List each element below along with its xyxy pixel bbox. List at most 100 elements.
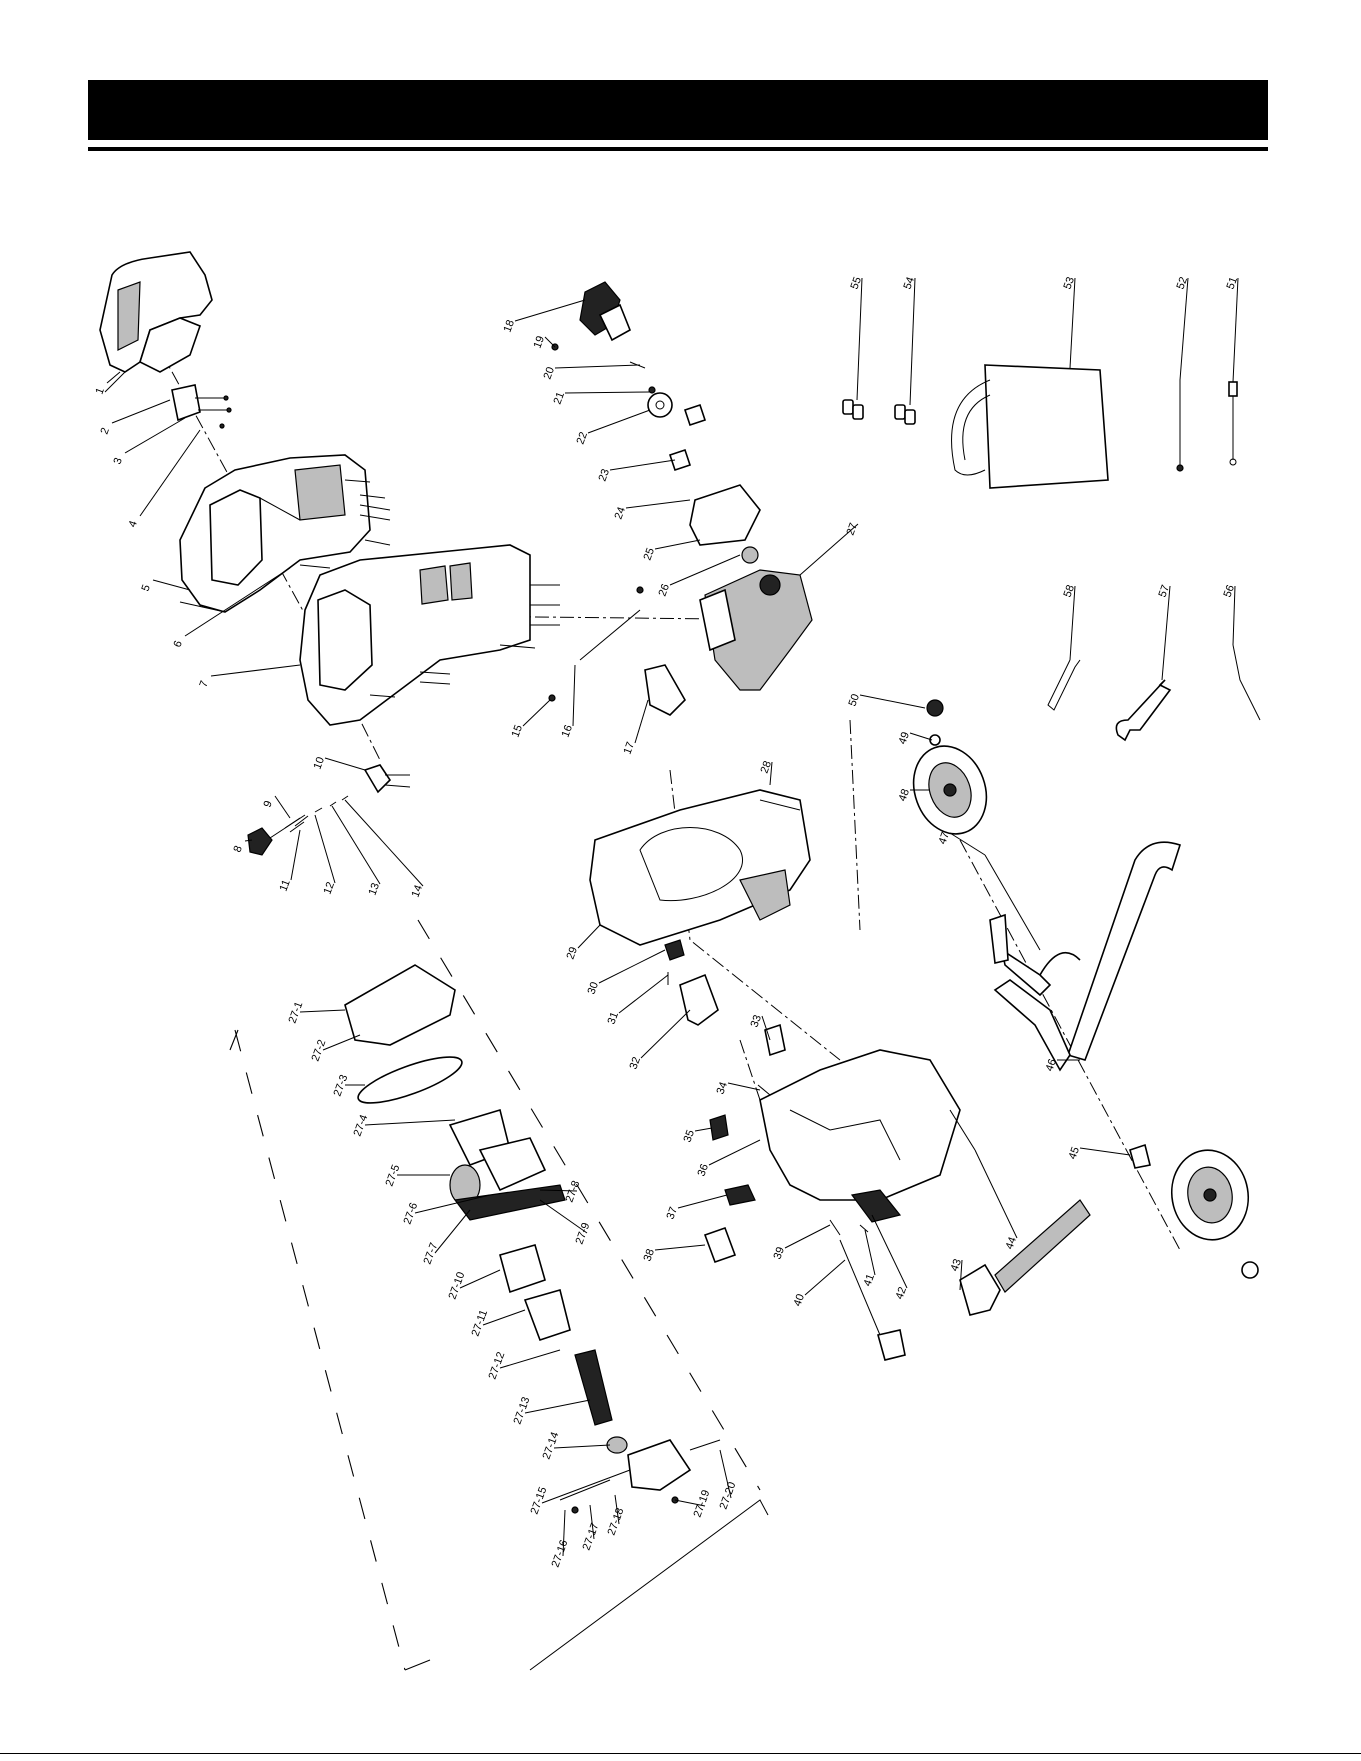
part-label-27-6: 27-6 xyxy=(402,1201,421,1226)
part-label-15: 15 xyxy=(510,723,525,739)
leader-line-2 xyxy=(112,400,170,423)
part-56-spare-rod xyxy=(1233,645,1260,720)
subassembly-27-parts xyxy=(345,965,720,1513)
part-18-to-26-motor-top xyxy=(552,282,760,563)
part-label-18: 18 xyxy=(502,318,517,334)
part-label-38: 38 xyxy=(642,1247,657,1263)
part-15-16-17 xyxy=(549,587,685,715)
leader-line-26 xyxy=(670,555,740,585)
leader-line-21 xyxy=(565,392,650,393)
leader-line-55 xyxy=(857,278,862,400)
leader-line-29 xyxy=(578,925,600,948)
leader-line-13 xyxy=(332,806,380,884)
leader-line-27-2 xyxy=(323,1035,360,1050)
part-label-27-8: 27-8 xyxy=(564,1179,583,1204)
leader-line-36 xyxy=(709,1140,760,1165)
leader-line-47 xyxy=(950,833,985,855)
part-label-19: 19 xyxy=(532,334,547,350)
leader-line-27-14 xyxy=(554,1445,610,1448)
part-45-clip xyxy=(1130,1145,1150,1168)
part-label-6: 6 xyxy=(172,639,185,649)
part-label-33: 33 xyxy=(749,1013,764,1029)
leader-line-40 xyxy=(805,1260,845,1295)
leader-line-32 xyxy=(641,1010,690,1058)
part-label-49: 49 xyxy=(897,730,912,746)
leader-line-49 xyxy=(910,733,932,740)
leader-line-18 xyxy=(515,300,585,321)
part-label-27-16: 27-16 xyxy=(550,1538,571,1569)
part-label-24: 24 xyxy=(613,505,628,521)
part-label-23: 23 xyxy=(597,467,612,483)
part-label-1: 1 xyxy=(94,386,107,396)
part-label-20: 20 xyxy=(542,365,557,381)
part-label-5: 5 xyxy=(140,583,153,593)
part-55-fitting xyxy=(843,400,863,419)
part-label-37: 37 xyxy=(665,1205,680,1221)
leader-line-7 xyxy=(211,665,300,676)
part-46-handle xyxy=(990,842,1180,1070)
leader-line-9 xyxy=(275,796,290,818)
part-label-57: 57 xyxy=(1157,583,1172,599)
leader-line-34 xyxy=(728,1083,760,1090)
leader-line-14 xyxy=(345,800,423,886)
part-label-27-7: 27-7 xyxy=(422,1241,441,1266)
part-1-top-cover xyxy=(100,252,212,392)
leader-line-17 xyxy=(635,700,648,743)
leader-line-27-15 xyxy=(542,1470,630,1503)
part-label-27-4: 27-4 xyxy=(352,1113,371,1138)
part-label-40: 40 xyxy=(792,1292,807,1308)
part-label-29: 29 xyxy=(565,945,580,961)
page-bottom-rule xyxy=(0,1753,1361,1754)
leader-line-11 xyxy=(291,830,300,880)
leader-line-37 xyxy=(678,1195,727,1208)
leader-line-38 xyxy=(655,1245,705,1250)
leader-line-20 xyxy=(555,365,640,368)
rear-wheel xyxy=(1165,1144,1258,1278)
part-47-to-50-wheel xyxy=(902,700,1040,950)
part-label-21: 21 xyxy=(552,390,567,406)
leader-line-4 xyxy=(140,430,200,516)
leader-line-10 xyxy=(325,758,365,770)
part-54-fitting xyxy=(895,405,915,424)
part-label-27-2: 27-2 xyxy=(310,1038,329,1063)
part-label-27-18: 27-18 xyxy=(606,1506,627,1537)
part-label-45: 45 xyxy=(1067,1145,1082,1161)
leader-line-52 xyxy=(1180,278,1188,380)
part-label-27-15: 27-15 xyxy=(529,1485,550,1516)
leader-line-27-1 xyxy=(300,1010,345,1012)
part-label-27-14: 27-14 xyxy=(541,1430,562,1461)
part-label-48: 48 xyxy=(897,787,912,803)
part-52-key xyxy=(1177,380,1183,471)
leader-line-3 xyxy=(125,418,185,453)
part-8-to-14-crank xyxy=(248,765,410,855)
leader-line-27-10 xyxy=(460,1270,500,1288)
part-label-26: 26 xyxy=(657,582,672,598)
part-29-deck-top xyxy=(590,790,810,945)
subassembly-27-bracket xyxy=(230,920,768,1670)
leader-line-1 xyxy=(107,372,120,383)
part-label-35: 35 xyxy=(682,1128,697,1144)
part-53-bag xyxy=(952,365,1108,488)
part-57-wrench xyxy=(1116,680,1170,740)
part-label-27-13: 27-13 xyxy=(512,1395,533,1426)
leader-line-50 xyxy=(860,695,925,708)
part-label-7: 7 xyxy=(198,679,211,689)
leader-line-22 xyxy=(588,410,650,433)
part-label-31: 31 xyxy=(606,1010,621,1026)
leader-line-42 xyxy=(872,1215,907,1288)
leader-line-23 xyxy=(610,460,675,470)
part-label-25: 25 xyxy=(642,546,657,562)
part-7-deflector-body xyxy=(300,545,560,725)
leader-line-44 xyxy=(975,1150,1017,1238)
part-label-27-5: 27-5 xyxy=(384,1163,403,1188)
part-label-39: 39 xyxy=(772,1245,787,1261)
leader-line-45 xyxy=(1080,1148,1130,1155)
part-51-cord xyxy=(1229,382,1237,465)
leader-line-27-12 xyxy=(500,1350,560,1368)
leader-line-39 xyxy=(785,1225,830,1248)
part-label-8: 8 xyxy=(232,844,245,854)
part-label-28: 28 xyxy=(759,759,774,775)
part-label-22: 22 xyxy=(575,430,590,446)
leader-line-15 xyxy=(523,700,550,726)
leader-line-51 xyxy=(1233,278,1238,382)
